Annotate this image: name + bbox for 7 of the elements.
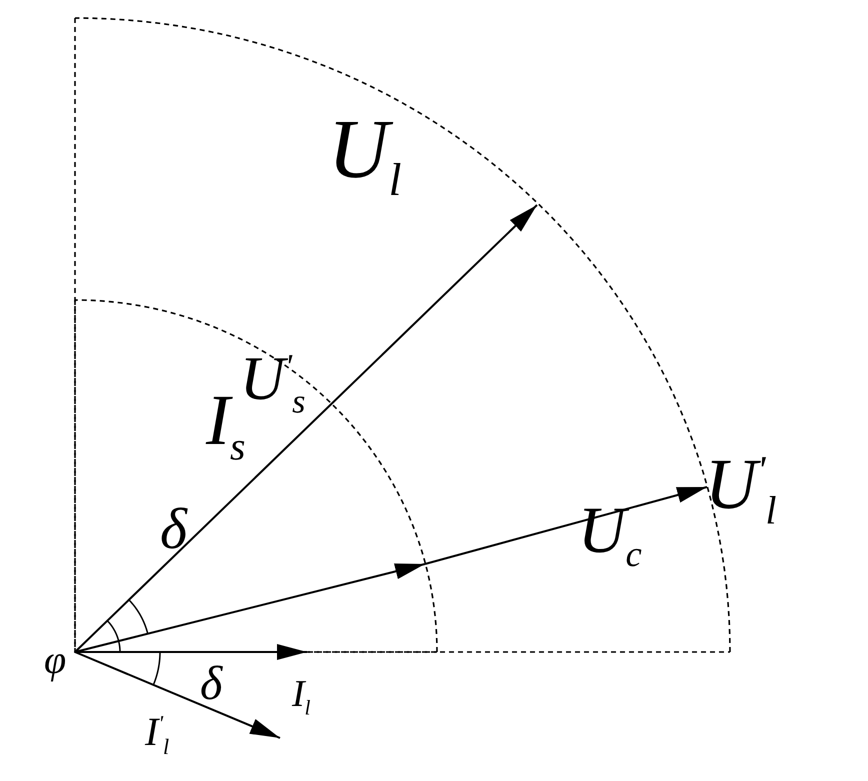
phasor-label: I$_{s}$ (206, 384, 246, 467)
phasor-label: U$_{l}$ (328, 108, 402, 203)
phasor-label: δ (160, 500, 187, 558)
phasor-label: U$_{c}$ (578, 498, 642, 572)
phasor-label: I$_{l}$ (292, 675, 310, 718)
phasor-label: φ (44, 640, 66, 680)
phasor-label: δ (200, 660, 222, 708)
